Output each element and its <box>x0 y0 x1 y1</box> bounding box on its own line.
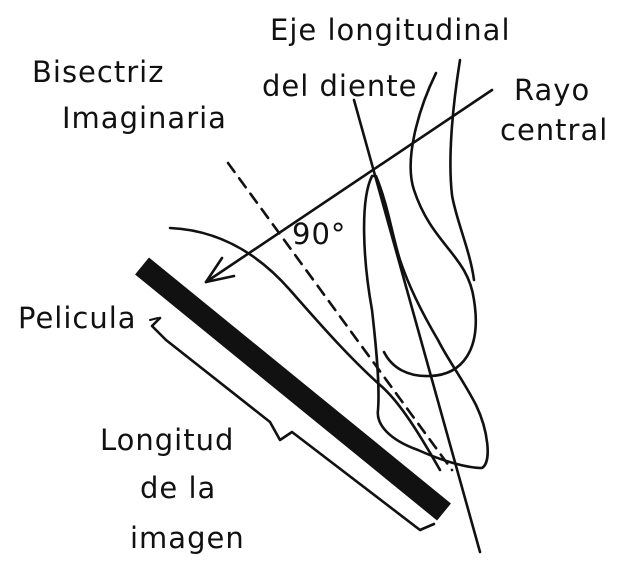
tooth-crown-outline <box>384 73 476 376</box>
bisector-label-line1: Bisectriz <box>32 55 164 89</box>
axis-label-line1: Eje longitudinal <box>270 13 511 47</box>
image-length-label-line3: imagen <box>130 521 245 555</box>
axis-label-line2: del diente <box>262 69 417 103</box>
image-length-label-line1: Longitud <box>100 423 234 457</box>
image-length-label-line2: de la <box>140 471 216 505</box>
bisector-label-line2: Imaginaria <box>62 101 227 135</box>
ray-label-line2: central <box>500 113 608 147</box>
tooth-root-outline <box>364 176 488 468</box>
film-label: Pelicula <box>18 301 137 335</box>
upper-contour <box>450 60 474 280</box>
central-ray-line <box>206 90 492 282</box>
ray-label-line1: Rayo <box>514 73 590 107</box>
angle-90-label: 90° <box>292 217 346 251</box>
